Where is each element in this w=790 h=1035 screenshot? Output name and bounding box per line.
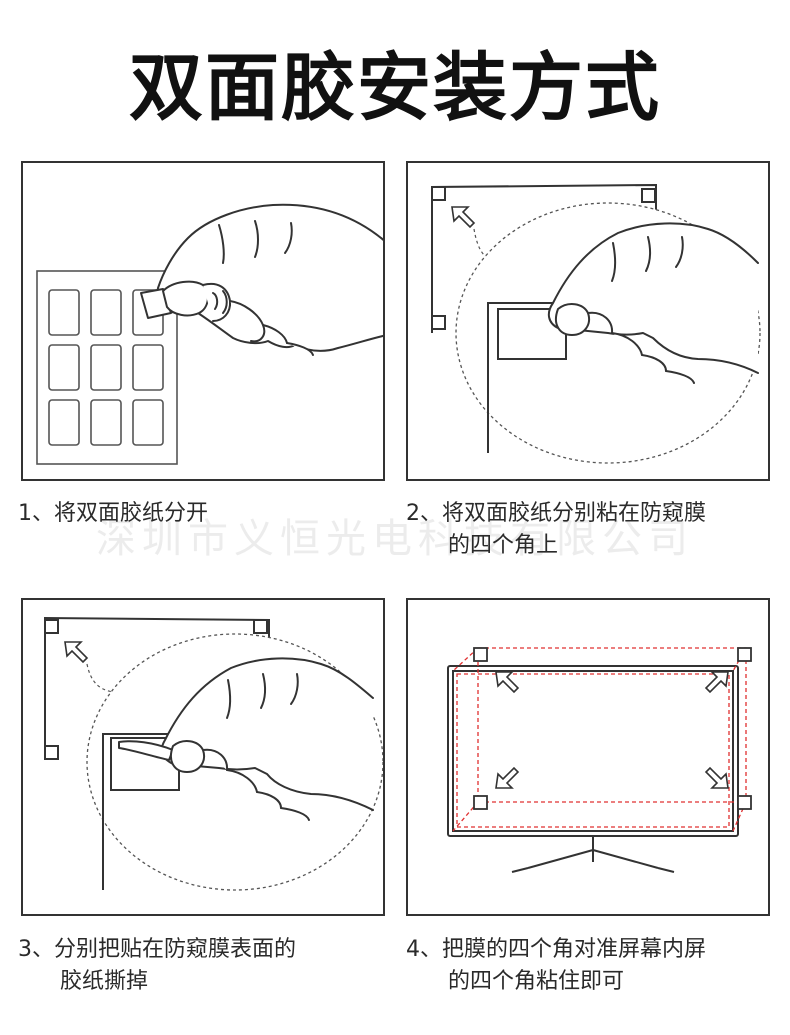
step-4-line2: 的四个角粘住即可 <box>448 969 625 994</box>
hand-pinching-icon <box>118 657 374 821</box>
film-corners-icon <box>44 616 383 891</box>
arrow-icon <box>64 641 89 664</box>
step-2-illustration <box>406 161 770 481</box>
step-2-line1: 2、将双面胶纸分别粘在防窥膜 <box>406 501 706 526</box>
step-1-caption: 1、将双面胶纸分开 <box>18 498 208 530</box>
step-1-line1: 1、将双面胶纸分开 <box>18 501 208 526</box>
step-2-line2: 的四个角上 <box>448 533 559 558</box>
step-3-line1: 3、分别把贴在防窥膜表面的 <box>18 937 296 962</box>
arrow-icon <box>495 671 729 789</box>
hand-pinching-icon <box>547 222 759 384</box>
step-4-line1: 4、把膜的四个角对准屏幕内屏 <box>406 937 706 962</box>
monitor-icon <box>447 647 752 873</box>
step-3-line2: 胶纸撕掉 <box>60 969 149 994</box>
hand-pinching-icon <box>140 203 383 356</box>
page-title: 双面胶安装方式 <box>129 45 661 131</box>
step-2-caption: 2、将双面胶纸分别粘在防窥膜 的四个角上 <box>406 498 706 562</box>
step-3-illustration <box>21 598 385 916</box>
film-corners-icon <box>431 183 761 464</box>
arrow-icon <box>451 206 476 229</box>
step-4-caption: 4、把膜的四个角对准屏幕内屏 的四个角粘住即可 <box>406 934 706 998</box>
step-4-illustration <box>406 598 770 916</box>
sticker-sheet-icon <box>36 203 383 465</box>
step-1-illustration <box>21 161 385 481</box>
step-3-caption: 3、分别把贴在防窥膜表面的 胶纸撕掉 <box>18 934 296 998</box>
